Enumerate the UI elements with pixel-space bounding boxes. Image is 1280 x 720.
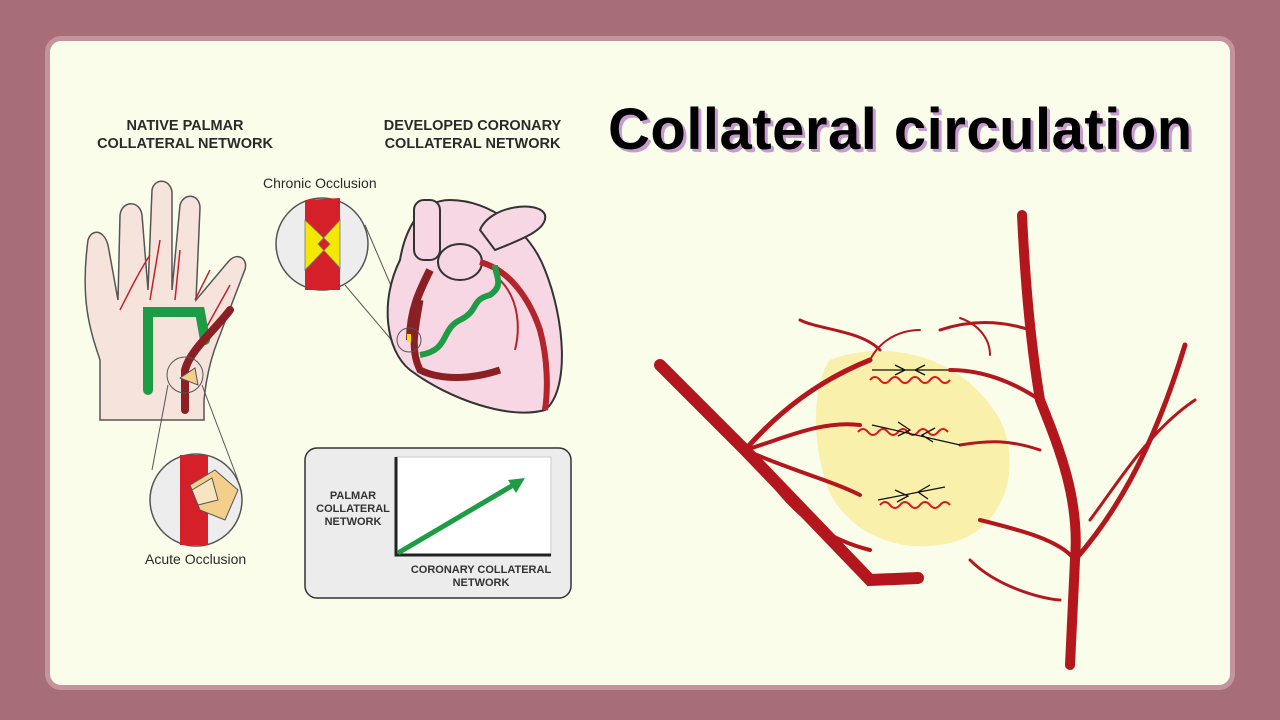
hand-illustration (84, 180, 247, 547)
heart-illustration (386, 198, 563, 414)
heart-heading: DEVELOPED CORONARY COLLATERAL NETWORK (383, 118, 562, 152)
trend-arrow (396, 481, 517, 556)
correlation-graph (304, 447, 572, 599)
graph-x-label: CORONARY COLLATERAL NETWORK (410, 564, 552, 589)
ischemic-zone (815, 350, 1010, 547)
slide-title: Collateral circulation (608, 97, 1193, 162)
graph-y-label: PALMAR COLLATERAL NETWORK (316, 490, 390, 528)
hand-heading: NATIVE PALMAR COLLATERAL NETWORK (97, 118, 273, 152)
chronic-occlusion-label: Chronic Occlusion (263, 175, 377, 191)
chronic-occlusion-inset (275, 197, 411, 351)
acute-occlusion-label: Acute Occlusion (145, 551, 247, 567)
collateral-vessel-illustration (654, 210, 1197, 670)
